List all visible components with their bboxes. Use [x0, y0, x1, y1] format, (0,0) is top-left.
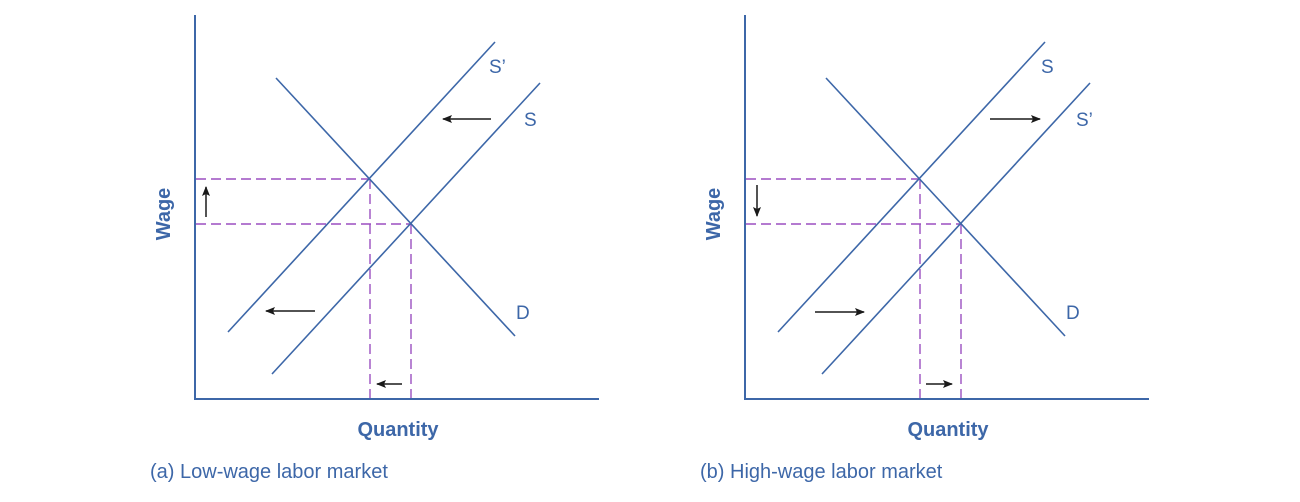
- supply-curve-s: [777, 41, 1046, 333]
- panel-caption: (a) Low-wage labor market: [150, 461, 388, 483]
- y-axis-label: Wage: [703, 188, 725, 241]
- panel-b-high-wage: S S’ D Wage Quantity (b) High-wage labor…: [700, 15, 1149, 483]
- x-axis-label: Quantity: [357, 419, 439, 441]
- panel-caption: (b) High-wage labor market: [700, 461, 943, 483]
- label-d: D: [516, 303, 530, 324]
- demand-curve: [275, 77, 516, 337]
- label-s: S: [1041, 57, 1054, 78]
- y-axis-label: Wage: [153, 188, 175, 241]
- demand-curve: [825, 77, 1066, 337]
- label-s: S: [524, 110, 537, 131]
- label-s-prime: S’: [489, 57, 506, 78]
- supply-curve-s-prime: [821, 82, 1091, 375]
- supply-curve-s: [271, 82, 541, 375]
- label-d: D: [1066, 303, 1080, 324]
- panel-a-low-wage: S’ S D Wage Quantity (a) Low-wage labor …: [150, 15, 599, 483]
- supply-curve-s-prime: [227, 41, 496, 333]
- x-axis-label: Quantity: [907, 419, 989, 441]
- label-s-prime: S’: [1076, 110, 1093, 131]
